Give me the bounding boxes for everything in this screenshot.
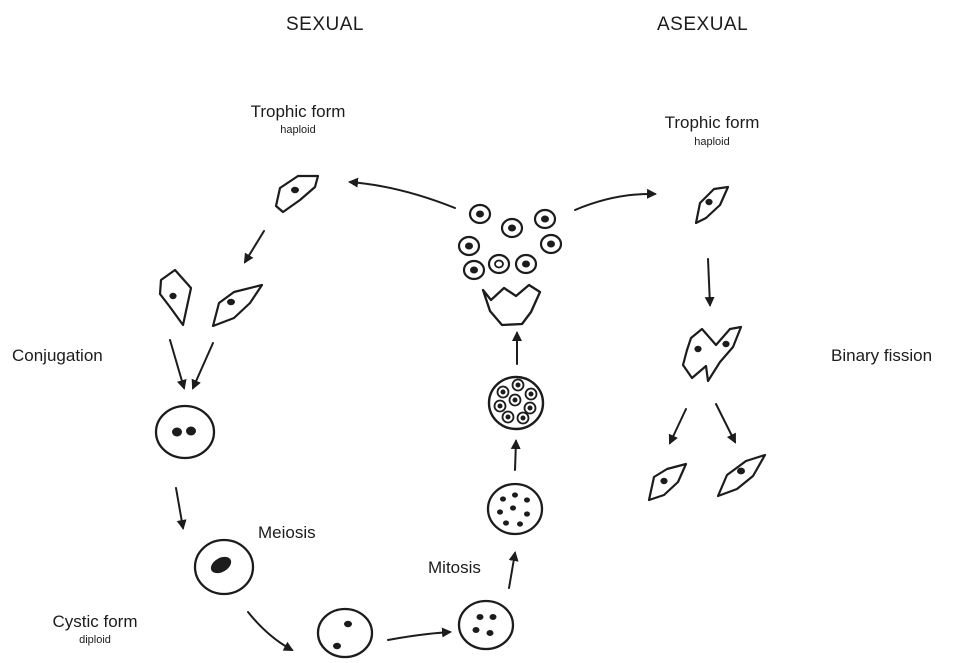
- meiosis-product-cell: [318, 609, 372, 657]
- arrow-fission-right: [716, 404, 735, 442]
- arrow-fission-left: [670, 409, 686, 443]
- arrow-conjugation-left: [170, 340, 184, 388]
- multinucleate-cyst: [488, 484, 542, 534]
- arrow-to-mitosis: [388, 632, 450, 640]
- daughter-cell-left: [649, 464, 686, 500]
- trophic-cell-sexual: [276, 176, 318, 212]
- arrow-mitosis-up: [509, 553, 515, 588]
- released-cells: [459, 205, 561, 279]
- dividing-cell: [683, 327, 741, 381]
- trophic-cell-asexual: [696, 187, 728, 223]
- arrow-cyst-up: [515, 441, 516, 470]
- arrow-cluster-to-asexual-trophic: [575, 194, 655, 210]
- gamete-cell-left: [160, 270, 191, 325]
- zygote-cell: [156, 406, 214, 458]
- cystic-form-cell: [195, 540, 253, 594]
- gamete-cell-right: [213, 285, 262, 326]
- arrow-cluster-to-sexual-trophic: [350, 182, 455, 208]
- daughter-cell-right: [718, 455, 765, 496]
- ruptured-cyst-wall: [483, 285, 540, 325]
- arrow-to-binary-fission: [708, 259, 710, 305]
- mature-cyst: [489, 377, 543, 429]
- arrow-zygote-to-cyst: [176, 488, 183, 528]
- arrow-cyst-to-meiosis: [248, 612, 292, 650]
- four-nuclei-cell: [459, 601, 513, 649]
- arrow-trophic-to-pair: [245, 231, 264, 262]
- arrow-conjugation-right: [193, 343, 213, 388]
